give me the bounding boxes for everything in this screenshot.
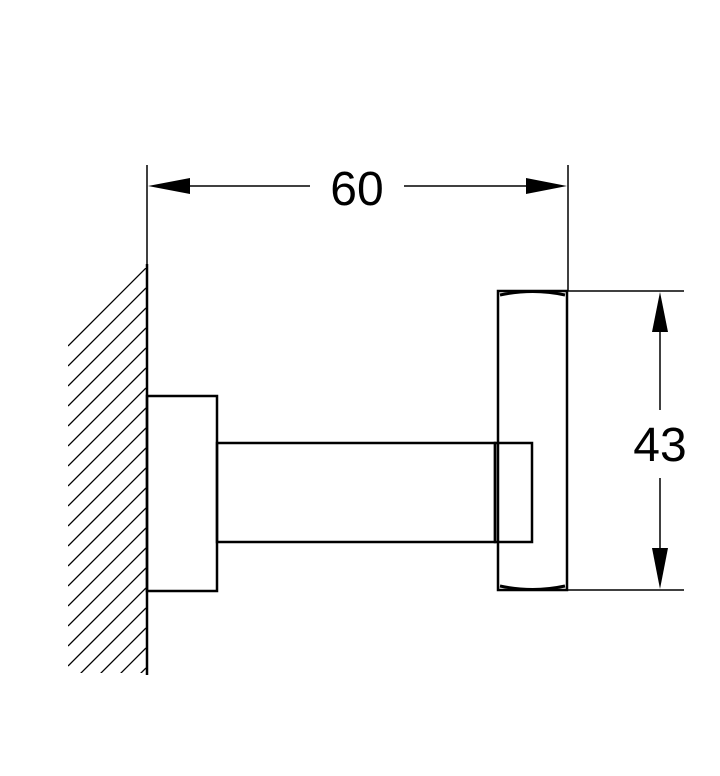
width-label: 60: [330, 163, 383, 216]
hook-arm: [215, 441, 497, 544]
width-arrow-left: [148, 178, 190, 194]
hatch-line: [68, 307, 146, 387]
hatch-line: [120, 647, 146, 673]
height-label: 43: [633, 419, 686, 472]
hatch-line: [68, 427, 146, 507]
wall-hatching: [68, 268, 146, 776]
hatch-line: [68, 507, 146, 587]
hatch-line: [68, 367, 146, 447]
hook-head: [496, 289, 569, 592]
hook-head-top-bevel: [499, 290, 566, 297]
hatch-line: [68, 407, 146, 487]
hatch-line: [68, 287, 146, 367]
hatch-line: [68, 447, 146, 527]
hatch-line: [68, 728, 146, 776]
height-arrow-bottom: [652, 548, 668, 589]
hatch-line: [68, 387, 146, 467]
hatch-line: [80, 607, 146, 673]
hatch-line: [68, 567, 146, 647]
width-arrow-right: [526, 178, 567, 194]
hook-head-bottom-bevel: [499, 584, 566, 591]
wall-plate: [145, 394, 219, 593]
hatch-line: [68, 527, 146, 607]
arm-end-cap: [493, 441, 534, 544]
width-dimension: 60: [146, 163, 569, 291]
hatch-line: [68, 688, 146, 766]
height-arrow-top: [652, 292, 668, 332]
hatch-line: [100, 627, 146, 673]
hatch-line: [68, 587, 146, 667]
hatch-line: [68, 708, 146, 776]
hatch-line: [68, 327, 146, 407]
hatch-line: [140, 667, 146, 673]
hatch-line: [68, 268, 146, 347]
hatch-line: [68, 487, 146, 567]
hatch-line: [68, 467, 146, 547]
hatch-line: [68, 347, 146, 427]
height-dimension: 43: [567, 290, 687, 591]
hatch-line: [68, 547, 146, 627]
